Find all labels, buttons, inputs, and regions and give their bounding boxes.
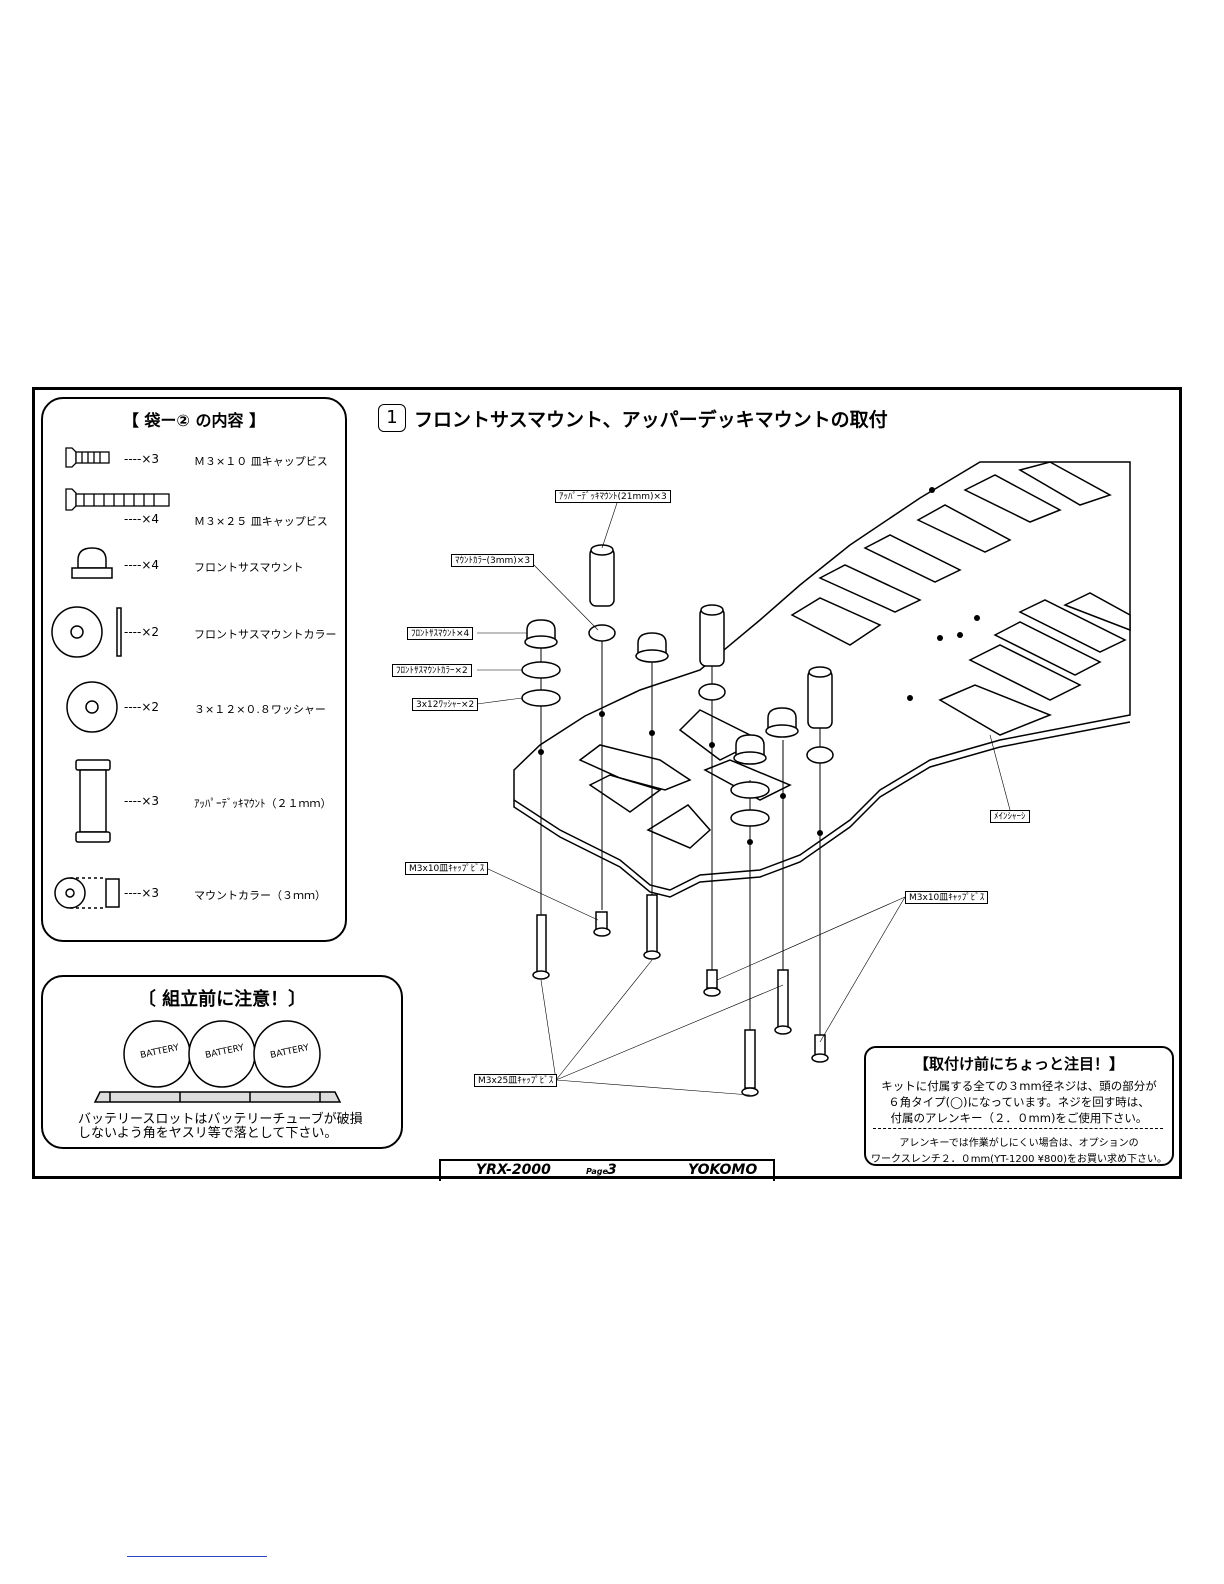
note-line: キットに付属する全ての３mm径ネジは、頭の部分が — [881, 1079, 1157, 1093]
parts-bag-panel — [41, 397, 347, 942]
mount-collar-icon — [51, 606, 122, 658]
part-name: ｱｯﾊﾟｰﾃﾞｯｷﾏｳﾝﾄ（２１ｍｍ） — [194, 797, 332, 810]
callout-m3x25: M3x25皿ｷｬｯﾌﾟﾋﾞｽ — [474, 1074, 558, 1087]
caution-panel — [41, 975, 403, 1149]
caution-text: バッテリースロットはバッテリーチューブが破損 しないよう角をヤスリ等で落として下… — [78, 1113, 363, 1141]
callout-main-chassis: ﾒｲﾝｼｬｰｼ — [990, 810, 1030, 823]
caution-line: バッテリースロットはバッテリーチューブが破損 — [78, 1112, 363, 1127]
parts-bag-title: 【 袋ー② の内容 】 — [122, 411, 266, 430]
part-name: Ｍ３×２５ 皿キャップビス — [194, 515, 328, 528]
spacer-collar-icon — [54, 877, 120, 909]
front-sus-mount-icon — [71, 547, 113, 579]
mount-parts — [521, 544, 834, 1097]
callout-mount-collar: ﾏｳﾝﾄｶﾗｰ(3mm)×3 — [451, 554, 535, 567]
footer-brand: YOKOMO — [688, 1162, 758, 1178]
callout-upper-deck-mount: ｱｯﾊﾟｰﾃﾞｯｷﾏｳﾝﾄ(21mm)×3 — [555, 490, 671, 503]
leader-lines — [476, 502, 1011, 1096]
footer-page-number: 3 — [607, 1162, 617, 1178]
note-divider — [873, 1128, 1163, 1129]
note-line: ワークスレンチ２．０mm(YT-1200 ¥800)をお買い求め下さい。 — [871, 1154, 1167, 1165]
countersunk-screw-short-icon — [65, 447, 110, 468]
part-qty: ----×4 — [124, 558, 160, 572]
part-qty: ----×3 — [124, 794, 160, 808]
step-title: フロントサスマウント、アッパーデッキマウントの取付 — [414, 409, 888, 431]
footer-box — [439, 1159, 775, 1181]
part-name: フロントサスマウントカラー — [194, 628, 337, 641]
note-line: 付属のアレンキー（２．０mm)をご使用下さい。 — [890, 1111, 1148, 1125]
part-qty: ----×3 — [124, 452, 160, 466]
callout-front-sus-mount: ﾌﾛﾝﾄｻｽﾏｳﾝﾄ×4 — [407, 627, 474, 640]
manual-page-frame — [32, 387, 1182, 1179]
callout-washer: 3x12ﾜｯｼｬｰ×2 — [412, 698, 479, 711]
caution-title: 〔 組立前に注意！〕 — [137, 989, 307, 1010]
callout-front-sus-mount-collar: ﾌﾛﾝﾄｻｽﾏｳﾝﾄｶﾗｰ×2 — [392, 664, 472, 677]
part-qty: ----×4 — [124, 512, 160, 526]
callout-m3x10-left: M3x10皿ｷｬｯﾌﾟﾋﾞｽ — [405, 862, 489, 875]
countersunk-screw-long-icon — [65, 488, 170, 511]
note-line: アレンキーでは作業がしにくい場合は、オプションの — [899, 1138, 1139, 1149]
part-name: Ｍ３×１０ 皿キャップビス — [194, 455, 328, 468]
note-panel — [864, 1046, 1174, 1166]
caution-line: しないよう角をヤスリ等で落として下さい。 — [78, 1126, 338, 1141]
washer-icon — [66, 681, 118, 733]
footer-model: YRX-2000 — [476, 1162, 551, 1178]
note-line: ６角タイプ(◯)になっています。ネジを回す時は、 — [888, 1095, 1150, 1109]
part-name: マウントカラー（３ｍｍ） — [194, 889, 326, 902]
step-number: 1 — [378, 404, 406, 432]
part-qty: ----×2 — [124, 700, 160, 714]
bottom-link-underline[interactable] — [127, 1556, 267, 1557]
part-qty: ----×3 — [124, 886, 160, 900]
part-name: ３×１２×０.８ワッシャー — [194, 703, 326, 716]
part-qty: ----×2 — [124, 625, 160, 639]
footer-page-label: Page — [586, 1167, 608, 1176]
upper-deck-mount-icon — [75, 759, 111, 843]
part-name: フロントサスマウント — [194, 561, 304, 574]
note-title: 【取付け前にちょっと注目！】 — [913, 1055, 1124, 1073]
callout-m3x10-right: M3x10皿ｷｬｯﾌﾟﾋﾞｽ — [905, 891, 989, 904]
